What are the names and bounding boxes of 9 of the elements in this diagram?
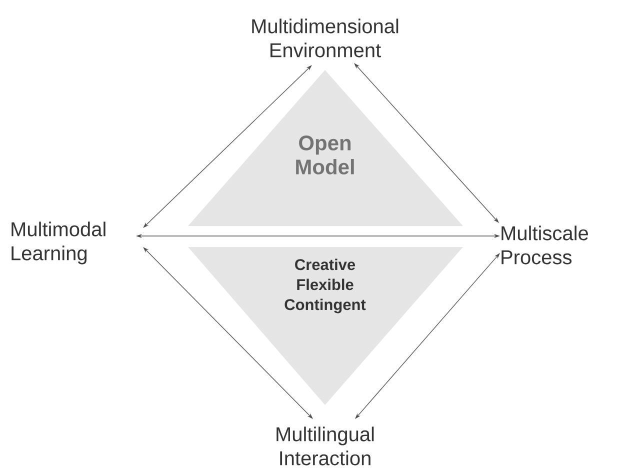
label-text: Multiscale Process [502,226,588,264]
label-text: Multilingual Interaction [276,426,374,466]
triangle: Open Model [188,70,463,226]
arrow [143,247,313,419]
arrow [143,65,312,228]
label-text: Multimodal Learning [12,222,106,264]
label-text: Multidimensional Environment [252,18,398,58]
arrow [354,63,499,223]
triangle: Creative Flexible Contingent [188,247,463,405]
